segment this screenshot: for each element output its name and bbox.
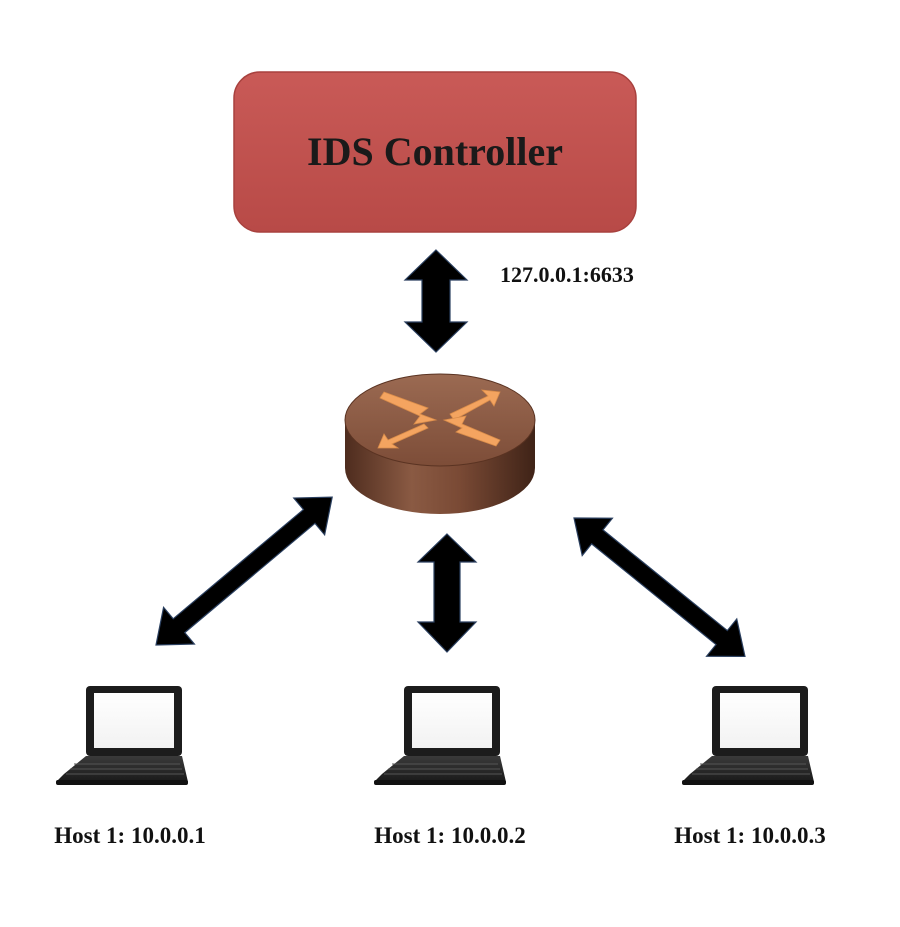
- router-icon: [344, 373, 536, 514]
- controller-link-arrow: [403, 249, 469, 353]
- controller-box: [233, 71, 637, 233]
- host2-link-arrow: [416, 533, 478, 653]
- host3-link-arrow: [573, 517, 746, 658]
- laptop-icon: [682, 686, 814, 785]
- host-label-1: Host 1: 10.0.0.1: [54, 823, 205, 848]
- host-label-3: Host 1: 10.0.0.3: [674, 823, 825, 848]
- host1-link-arrow: [155, 496, 333, 646]
- laptop-icon: [374, 686, 506, 785]
- host-label-2: Host 1: 10.0.0.2: [374, 823, 525, 848]
- controller-label: IDS Controller: [307, 129, 563, 174]
- ids-controller: IDS Controller: [233, 71, 637, 233]
- link-address-label: 127.0.0.1:6633: [500, 262, 634, 287]
- laptop-icon: [56, 686, 188, 785]
